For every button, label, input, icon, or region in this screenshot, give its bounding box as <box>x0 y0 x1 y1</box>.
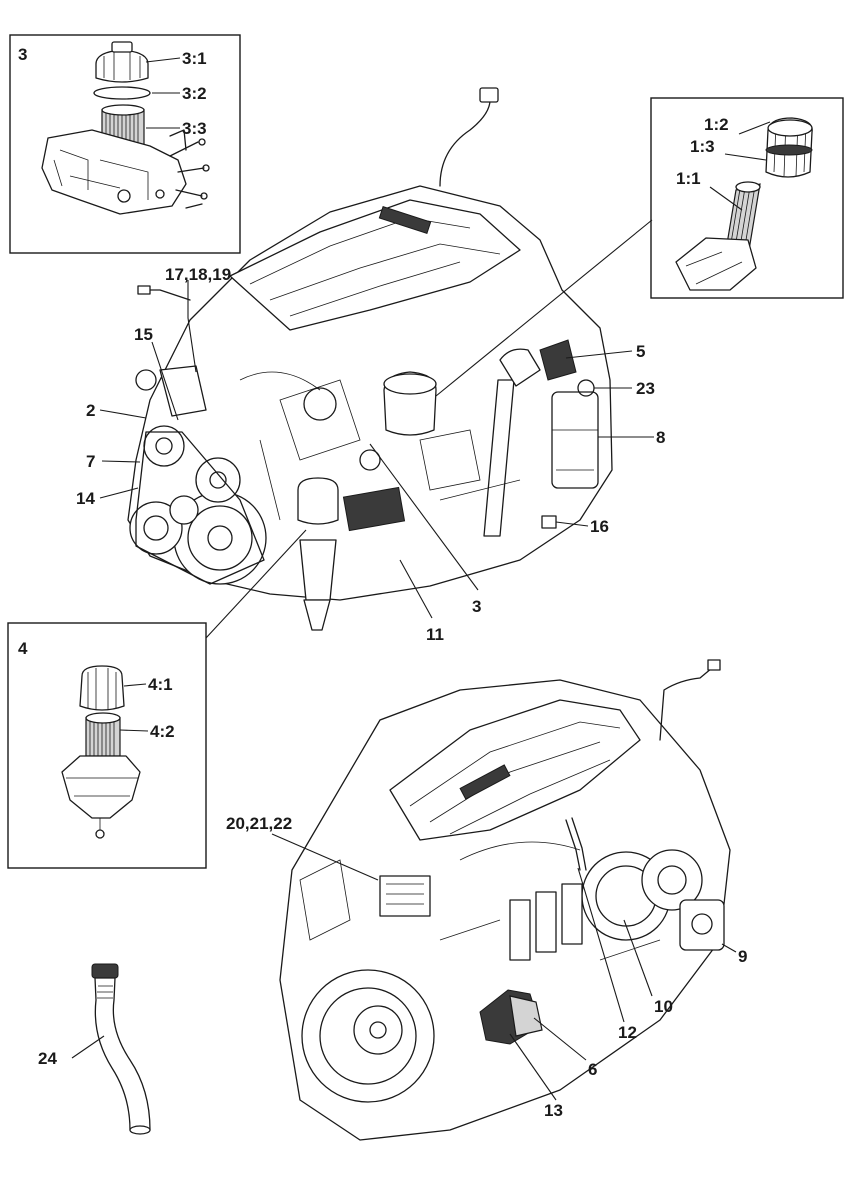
label-9: 9 <box>738 947 747 966</box>
label-1-3: 1:3 <box>690 137 715 156</box>
label-1-1: 1:1 <box>676 169 701 188</box>
callout-leaders <box>71 57 771 1101</box>
callout-labels: 3 3:1 3:2 3:3 1:2 1:3 1:1 17,18,19 15 2 … <box>18 45 747 1120</box>
inset-4-filter <box>7 622 207 869</box>
label-12: 12 <box>618 1023 637 1042</box>
label-3-2: 3:2 <box>182 84 207 103</box>
label-5: 5 <box>636 342 645 361</box>
label-4-1: 4:1 <box>148 675 173 694</box>
label-24: 24 <box>38 1049 57 1068</box>
label-2: 2 <box>86 401 95 420</box>
label-17-18-19: 17,18,19 <box>165 265 231 284</box>
engine-view-upper <box>127 87 613 631</box>
label-20-21-22: 20,21,22 <box>226 814 292 833</box>
label-3-3: 3:3 <box>182 119 207 138</box>
label-14: 14 <box>76 489 95 508</box>
label-3-1: 3:1 <box>182 49 207 68</box>
label-15: 15 <box>134 325 153 344</box>
inset-title-3: 3 <box>18 45 27 64</box>
label-7: 7 <box>86 452 95 471</box>
label-1-2: 1:2 <box>704 115 729 134</box>
inset-title-4: 4 <box>18 639 28 658</box>
label-23: 23 <box>636 379 655 398</box>
part-24-hose <box>91 963 151 1135</box>
inset-3-fuel-filter <box>9 34 241 254</box>
label-3: 3 <box>472 597 481 616</box>
engine-view-lower <box>279 659 731 1141</box>
label-10: 10 <box>654 997 673 1016</box>
label-4-2: 4:2 <box>150 722 175 741</box>
inset-1-oil-filter <box>650 97 844 299</box>
label-6: 6 <box>588 1060 597 1079</box>
label-11: 11 <box>426 625 444 644</box>
label-16: 16 <box>590 517 609 536</box>
label-8: 8 <box>656 428 665 447</box>
label-13: 13 <box>544 1101 563 1120</box>
